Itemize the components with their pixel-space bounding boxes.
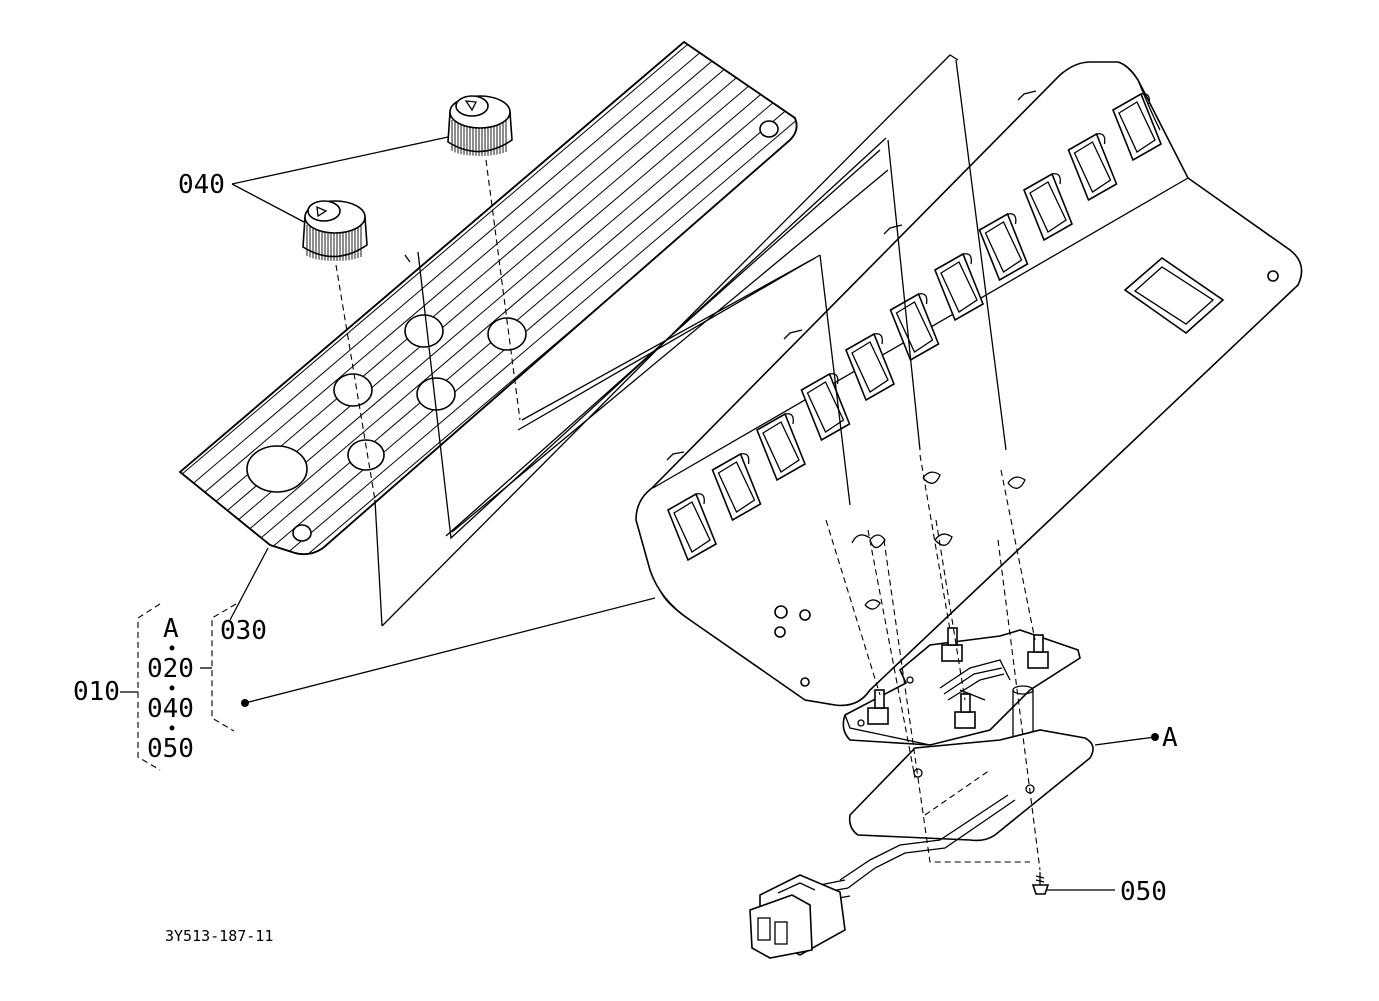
potentiometer [954, 693, 976, 729]
assembly-dashed-lines [335, 59, 1041, 871]
drawing-number: 3Y513-187-11 [165, 927, 273, 945]
switch-slot [933, 252, 985, 322]
sheet-hole [487, 317, 527, 351]
switch-slots [666, 92, 1163, 562]
callout-pcb-ref: A [1162, 723, 1178, 753]
switch-slot [666, 492, 718, 562]
sheet-hole [333, 373, 373, 407]
switch-slot [1067, 132, 1118, 202]
knob-upper [447, 95, 513, 156]
callout-sub-020: 020 [147, 654, 194, 684]
knob-lower [302, 200, 368, 261]
sheet-hole-small [292, 524, 312, 542]
callout-sub-a: A [163, 614, 179, 644]
panel-frames [374, 54, 959, 627]
callout-sub-050: 050 [147, 734, 194, 764]
switch-slot [800, 372, 851, 442]
potentiometer [941, 627, 963, 662]
cable-connector [749, 794, 1016, 959]
potentiometer [1027, 634, 1049, 669]
switch-slot [844, 332, 896, 402]
screw-part [1031, 872, 1050, 895]
sheet-hole-large [246, 445, 308, 493]
mounting-plate [848, 729, 1094, 842]
switch-slot [1022, 172, 1074, 242]
callout-label-sheet: 030 [220, 616, 267, 646]
grouping-brackets [120, 603, 237, 771]
switch-slot [755, 412, 807, 482]
switch-slot [1111, 92, 1163, 162]
switch-slot [978, 212, 1029, 282]
sheet-hole [404, 314, 444, 348]
callout-screw: 050 [1120, 877, 1167, 907]
callout-knob: 040 [178, 170, 225, 200]
callout-sub-040: 040 [147, 694, 194, 724]
leader-lines [229, 136, 1159, 891]
callout-assembly: 010 [73, 677, 120, 707]
main-panel [635, 61, 1303, 707]
sheet-hole [347, 439, 385, 471]
circuit-board [842, 627, 1081, 746]
switch-slot [711, 452, 762, 522]
potentiometer [867, 689, 889, 725]
sheet-hole-small [759, 120, 779, 138]
